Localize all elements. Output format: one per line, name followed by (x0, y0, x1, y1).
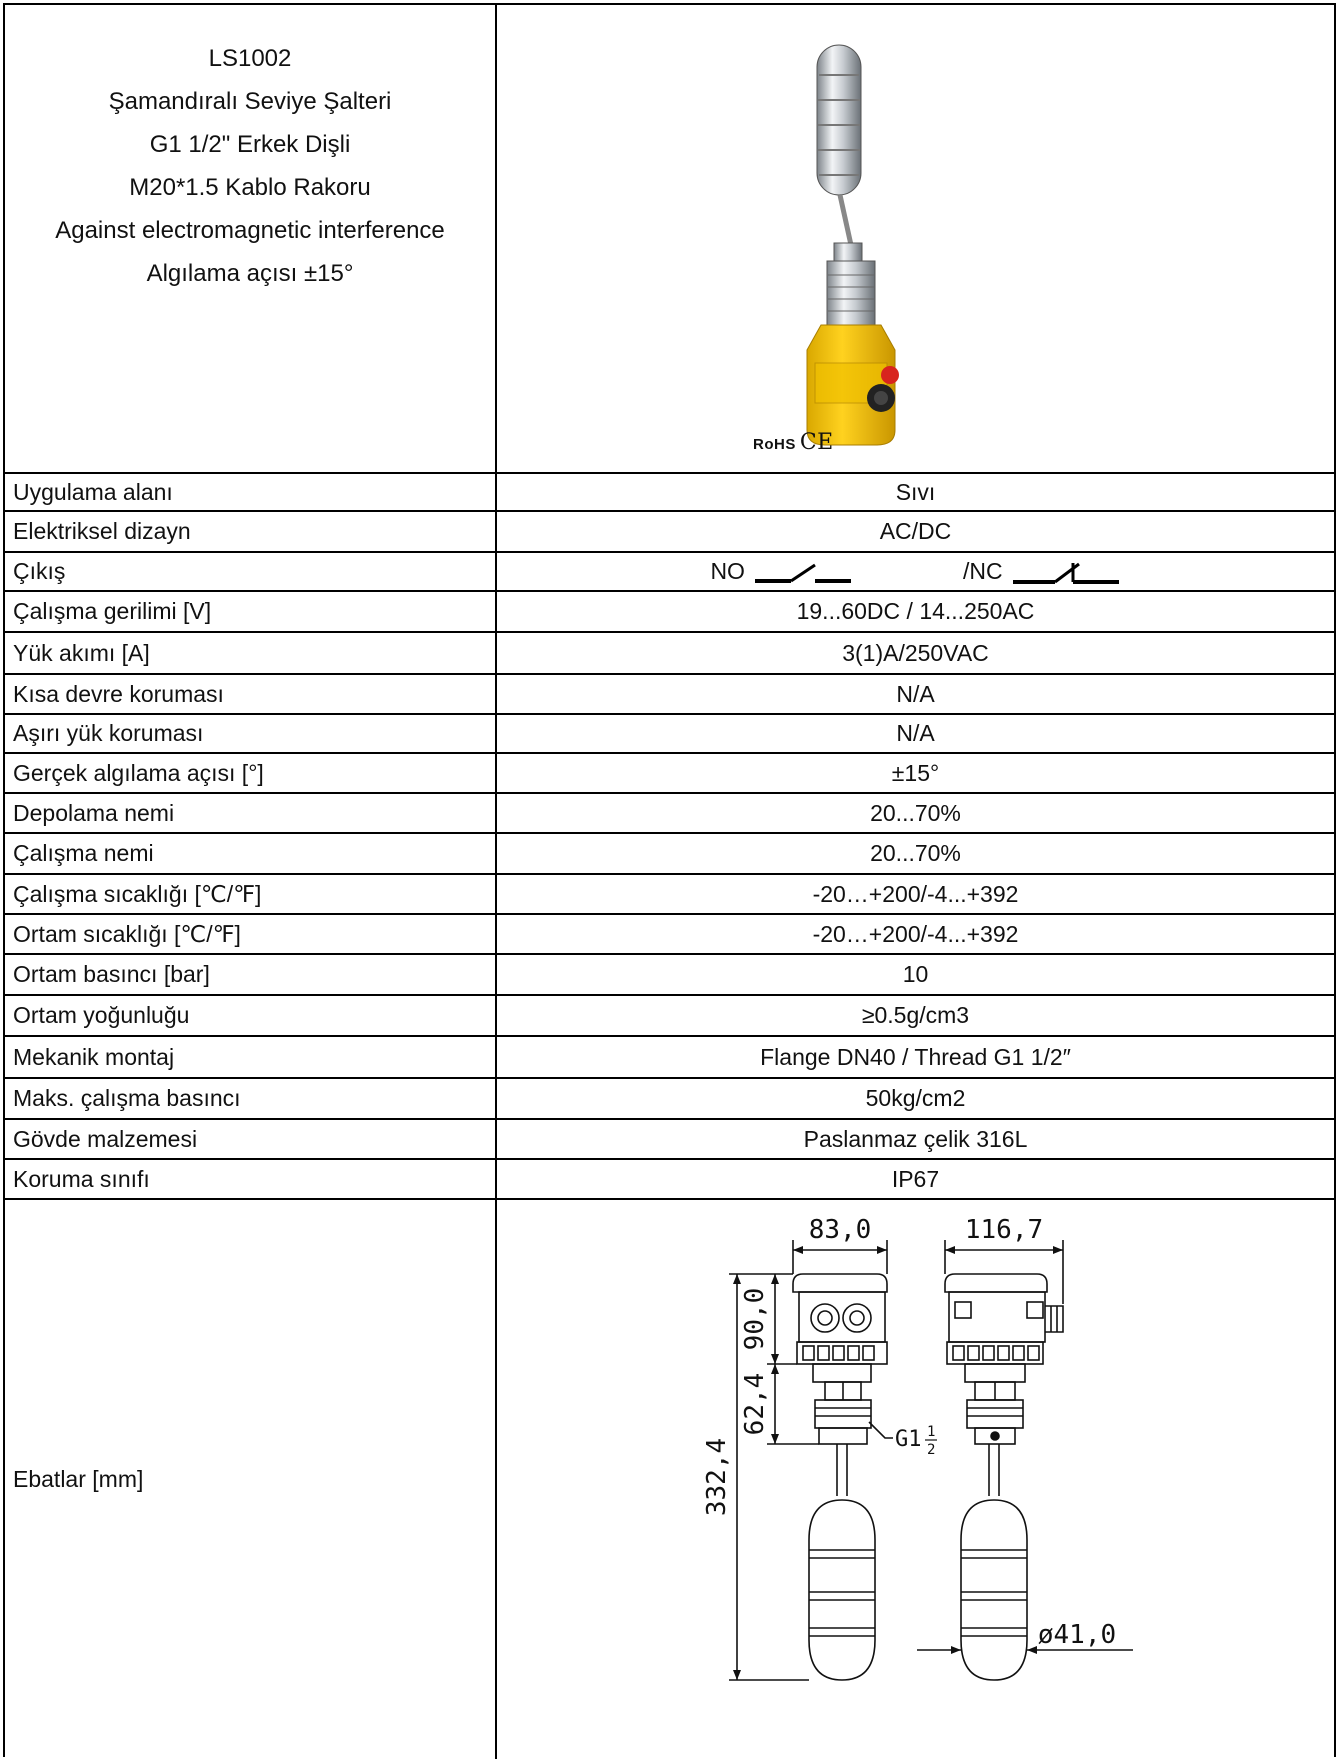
spec-label: Koruma sınıfı (13, 1165, 150, 1192)
spec-label: Ortam basıncı [bar] (13, 961, 210, 987)
spec-value: ±15° (891, 759, 940, 786)
spec-row: Ortam yoğunluğu ≥0.5g/cm3 (5, 996, 1334, 1037)
dim-total-height: 332,4 (702, 1438, 732, 1516)
spec-label: Aşırı yük koruması (13, 720, 204, 746)
spec-label: Ortam sıcaklığı [℃/℉] (13, 920, 241, 947)
spec-row: Gerçek algılama açısı [°] ±15° (5, 754, 1334, 794)
dimensions-label: Ebatlar [mm] (13, 1466, 144, 1492)
spec-sheet: LS1002 Şamandıralı Seviye Şalteri G1 1/2… (3, 3, 1336, 1759)
dim-width-side: 116,7 (965, 1215, 1043, 1245)
dim-head-height: 90,0 (740, 1288, 770, 1351)
ce-mark: CE (799, 430, 834, 455)
spec-label: Ortam yoğunluğu (13, 1002, 190, 1028)
spec-row: Ortam basıncı [bar] 10 (5, 955, 1334, 996)
product-emi: Against electromagnetic interference (55, 217, 445, 244)
spec-value: 20...70% (870, 840, 961, 866)
spec-row: Çalışma nemi 20...70% (5, 834, 1334, 875)
spec-row: Ortam sıcaklığı [℃/℉] -20…+200/-4...+392 (5, 915, 1334, 955)
spec-label: Çıkış (13, 558, 66, 584)
spec-value: N/A (896, 680, 935, 707)
dim-thread-numerator: 1 (927, 1424, 935, 1440)
spec-row: Depolama nemi 20...70% (5, 794, 1334, 834)
spec-row: Yük akımı [A] 3(1)A/250VAC (5, 633, 1334, 675)
product-model: LS1002 (208, 45, 292, 72)
product-thread: G1 1/2" Erkek Dişli (149, 131, 351, 158)
dim-thread: G1 (895, 1427, 922, 1452)
dimension-drawing-cell: 83,0 116,7 90,0 62,4 332,4 ø41,0 G1 1 2 (497, 1200, 1334, 1759)
spec-value: Flange DN40 / Thread G1 1/2″ (760, 1043, 1071, 1070)
dim-thread-denominator: 2 (927, 1442, 935, 1458)
spec-label: Elektriksel dizayn (13, 518, 191, 544)
spec-label: Çalışma sıcaklığı [℃/℉] (13, 880, 262, 907)
spec-row: Koruma sınıfı IP67 (5, 1160, 1334, 1200)
dim-float-diameter: ø41,0 (1038, 1620, 1116, 1650)
spec-label: Kısa devre koruması (13, 680, 224, 707)
dimension-drawing: 83,0 116,7 90,0 62,4 332,4 ø41,0 G1 1 2 (702, 1215, 1133, 1681)
spec-value: IP67 (891, 1165, 940, 1192)
product-summary: LS1002 Şamandıralı Seviye Şalteri G1 1/2… (5, 5, 497, 472)
spec-value: ≥0.5g/cm3 (861, 1002, 970, 1028)
spec-label: Çalışma gerilimi [V] (13, 598, 212, 624)
spec-row: Elektriksel dizayn AC/DC (5, 512, 1334, 553)
header-row: LS1002 Şamandıralı Seviye Şalteri G1 1/2… (5, 5, 1334, 474)
spec-row: Gövde malzemesi Paslanmaz çelik 316L (5, 1120, 1334, 1160)
spec-row: Aşırı yük koruması N/A (5, 715, 1334, 754)
spec-row: Kısa devre koruması N/A (5, 675, 1334, 715)
output-types: NO /NC (497, 553, 1334, 590)
output-no-label: NO (710, 558, 745, 584)
spec-value: Paslanmaz çelik 316L (803, 1125, 1028, 1152)
spec-value: N/A (896, 720, 935, 746)
spec-value: -20…+200/-4...+392 (812, 880, 1019, 907)
spec-row-output: Çıkış NO /NC (5, 553, 1334, 592)
normally-closed-icon (1012, 562, 1119, 584)
spec-label: Maks. çalışma basıncı (13, 1085, 241, 1111)
spec-row: Uygulama alanı Sıvı (5, 474, 1334, 512)
spec-row: Maks. çalışma basıncı 50kg/cm2 (5, 1079, 1334, 1120)
spec-value: 19...60DC / 14...250AC (796, 598, 1035, 624)
normally-open-icon (754, 563, 851, 583)
dim-neck-height: 62,4 (740, 1373, 770, 1436)
spec-value: 20...70% (870, 799, 961, 826)
spec-label: Çalışma nemi (13, 840, 154, 866)
spec-label: Yük akımı [A] (13, 639, 150, 666)
spec-label: Depolama nemi (13, 799, 175, 826)
spec-row: Çalışma gerilimi [V] 19...60DC / 14...25… (5, 592, 1334, 633)
output-nc-label: /NC (962, 558, 1003, 584)
product-angle: Algılama açısı ±15° (146, 260, 354, 287)
spec-value: 10 (902, 961, 929, 987)
spec-label: Gerçek algılama açısı [°] (13, 759, 264, 786)
product-photo (806, 44, 899, 446)
spec-label: Uygulama alanı (13, 478, 173, 505)
spec-value: 50kg/cm2 (865, 1085, 966, 1111)
spec-label: Mekanik montaj (13, 1043, 175, 1070)
product-name: Şamandıralı Seviye Şalteri (108, 88, 392, 115)
spec-row: Mekanik montaj Flange DN40 / Thread G1 1… (5, 1037, 1334, 1079)
spec-value: -20…+200/-4...+392 (812, 920, 1019, 947)
dim-width-front: 83,0 (809, 1215, 872, 1245)
spec-label: Gövde malzemesi (13, 1125, 198, 1152)
spec-value: 3(1)A/250VAC (842, 639, 989, 666)
spec-row: Çalışma sıcaklığı [℃/℉] -20…+200/-4...+3… (5, 875, 1334, 915)
spec-value: Sıvı (895, 478, 936, 505)
product-cable-gland: M20*1.5 Kablo Rakoru (129, 174, 371, 201)
rohs-mark: RoHS (753, 436, 796, 453)
dimensions-row: Ebatlar [mm] (5, 1200, 1334, 1759)
spec-value: AC/DC (879, 518, 952, 544)
